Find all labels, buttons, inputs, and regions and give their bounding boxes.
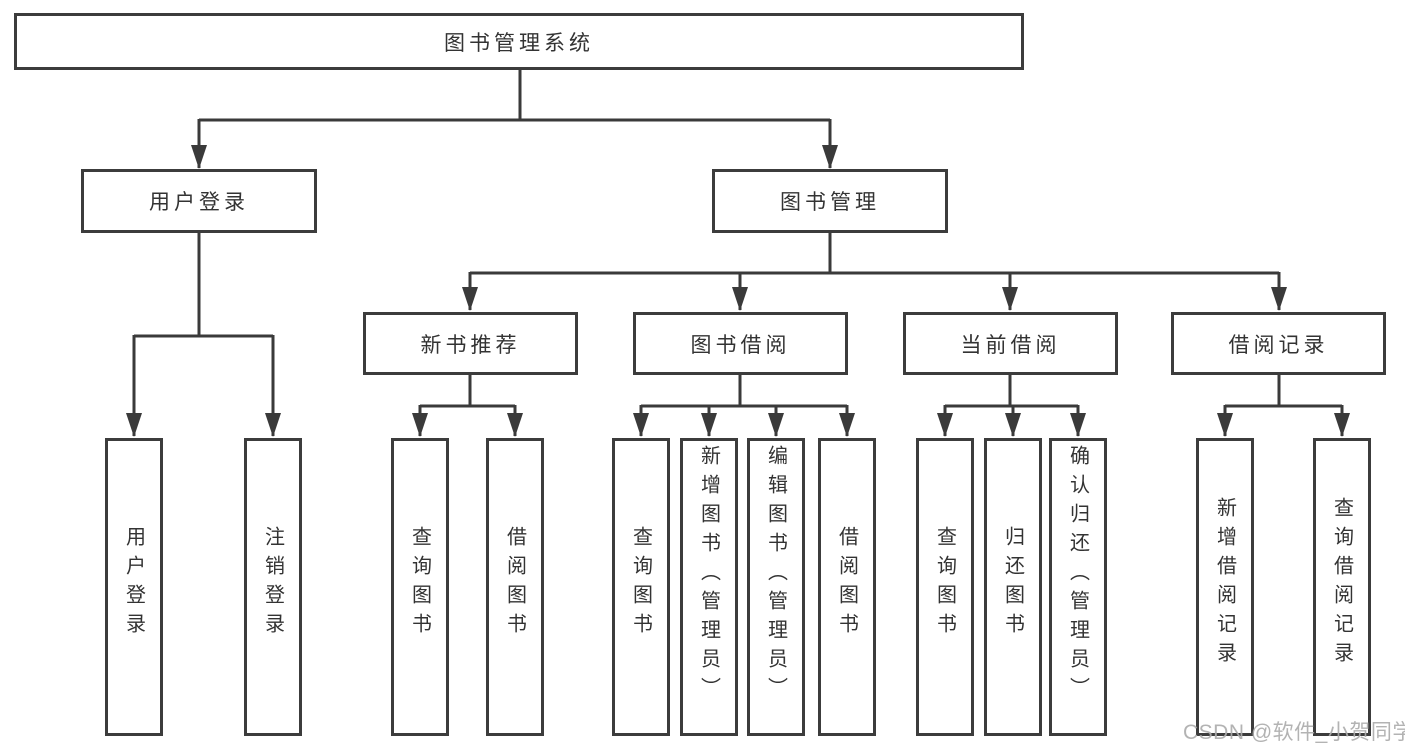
leaf-borrow-books-borrowing: 借阅图书 <box>818 438 876 736</box>
connector-user-login-children <box>126 233 281 437</box>
connector-book-management-children <box>462 233 1287 311</box>
connector-borrowing-records-children <box>1217 375 1350 437</box>
connector-root-to-level2 <box>191 68 838 169</box>
leaf-return-books: 归还图书 <box>984 438 1042 736</box>
leaf-confirm-return-admin: 确认归还（管理员） <box>1049 438 1107 736</box>
leaf-search-borrow-record: 查询借阅记录 <box>1313 438 1371 736</box>
node-book-management: 图书管理 <box>712 169 948 233</box>
node-book-borrowing: 图书借阅 <box>633 312 848 375</box>
node-library-management-system: 图书管理系统 <box>14 13 1024 70</box>
node-current-borrowing: 当前借阅 <box>903 312 1118 375</box>
csdn-watermark: CSDN @软件_小贺同学 <box>1183 721 1405 744</box>
node-borrowing-records: 借阅记录 <box>1171 312 1386 375</box>
node-new-book-recommendation: 新书推荐 <box>363 312 578 375</box>
leaf-search-books-current: 查询图书 <box>916 438 974 736</box>
leaf-borrow-books-newbook: 借阅图书 <box>486 438 544 736</box>
leaf-add-borrow-record: 新增借阅记录 <box>1196 438 1254 736</box>
connector-current-borrowing-children <box>937 375 1086 437</box>
connector-new-book-children <box>412 375 523 437</box>
connector-book-borrowing-children <box>633 375 855 437</box>
leaf-user-login: 用户登录 <box>105 438 163 736</box>
leaf-edit-books-admin: 编辑图书（管理员） <box>747 438 805 736</box>
leaf-search-books-newbook: 查询图书 <box>391 438 449 736</box>
leaf-search-books-borrowing: 查询图书 <box>612 438 670 736</box>
leaf-add-books-admin: 新增图书（管理员） <box>680 438 738 736</box>
node-user-login: 用户登录 <box>81 169 317 233</box>
leaf-logout: 注销登录 <box>244 438 302 736</box>
